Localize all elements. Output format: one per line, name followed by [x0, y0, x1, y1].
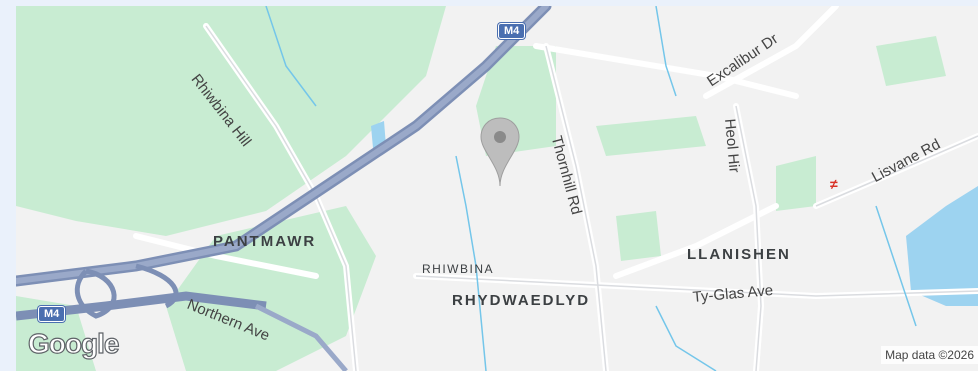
map-attribution[interactable]: Map data ©2026: [881, 346, 978, 364]
area-label-llanishen: LLANISHEN: [687, 246, 791, 263]
google-logo: Google: [27, 327, 120, 359]
area-label-rhiwbina: RHIWBINA: [422, 262, 494, 276]
m4-shield-top: M4: [498, 23, 526, 39]
m4-shield-bottom: M4: [38, 306, 66, 322]
map-canvas[interactable]: M4 M4 PANTMAWR LLANISHEN RHIWBINA RHYDWA…: [16, 6, 978, 371]
area-label-pantmawr: PANTMAWR: [213, 233, 317, 250]
area-label-rhydwaedlyd: RHYDWAEDLYD: [452, 292, 591, 309]
map-pin-icon[interactable]: [478, 116, 522, 190]
rail-station-icon[interactable]: ≠: [830, 176, 838, 192]
map-base-layer: [16, 6, 978, 371]
